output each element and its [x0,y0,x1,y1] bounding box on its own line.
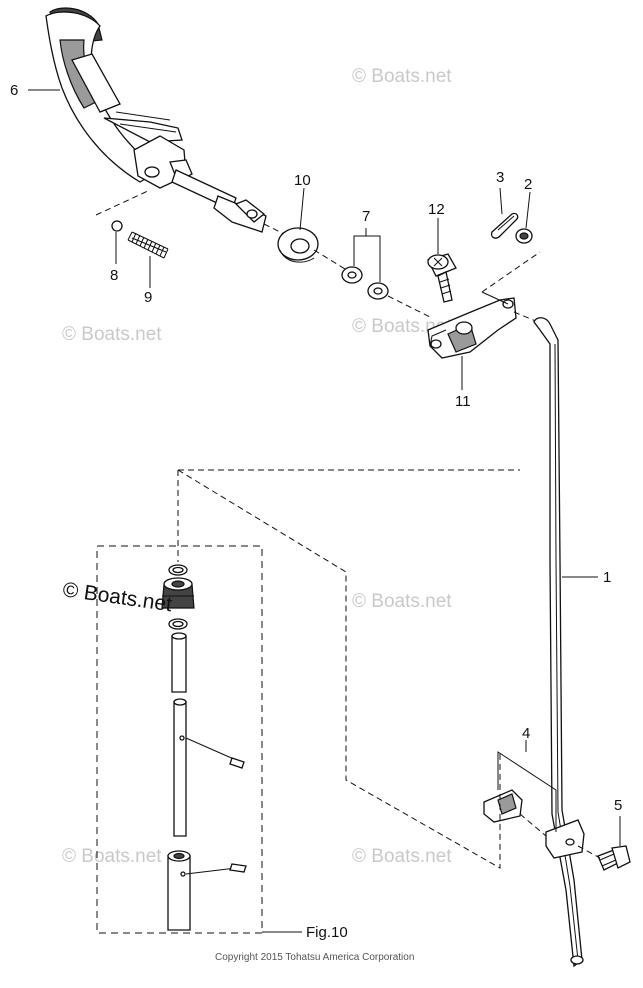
connection-lines [177,469,520,869]
washer [515,228,533,244]
figure-reference: Fig.10 [306,924,348,941]
assembly-line [577,845,601,859]
shift-rod [533,317,584,968]
assembly-line [519,813,547,837]
split-pin [490,212,519,239]
callout-11: 11 [455,393,471,410]
bracket-7 [353,228,381,282]
callout-5: 5 [614,797,622,814]
bolt [597,845,631,871]
callout-6: 6 [10,82,18,99]
assembly-line [513,311,539,323]
assembly-line [263,223,297,241]
callout-10: 10 [294,172,311,189]
watermark: © Boats.net [352,66,452,87]
watermark: © Boats.net [352,591,452,612]
callout-4: 4 [522,725,530,742]
callout-2: 2 [524,176,532,193]
watermark: © Boats.net [62,846,162,867]
assembly-line [95,189,151,216]
rod-clamp [483,789,585,859]
bracket-4 [497,740,557,832]
spring [127,231,169,259]
screw [427,253,457,303]
callout-12: 12 [428,201,445,218]
large-washer [277,227,319,263]
sub-assembly-parts [161,564,247,931]
assembly-line [313,249,351,273]
copyright-notice: Copyright 2015 Tohatsu America Corporati… [215,952,414,963]
assembly-line [481,251,541,293]
watermark: © Boats.net [352,316,452,337]
tiller-handle [45,7,267,233]
callout-9: 9 [144,289,152,306]
assembly-line [481,291,509,305]
callout-1: 1 [603,569,611,586]
callout-7: 7 [362,208,370,225]
callout-3: 3 [496,169,504,186]
watermark-dark: © Boats.net [61,578,173,616]
watermark: © Boats.net [352,846,452,867]
assembly-line [387,295,433,319]
small-washers [341,266,389,300]
leader-lines [28,89,621,933]
callout-8: 8 [110,267,118,284]
watermark: © Boats.net [62,324,162,345]
lever-bracket [427,297,517,359]
ball [111,220,123,232]
